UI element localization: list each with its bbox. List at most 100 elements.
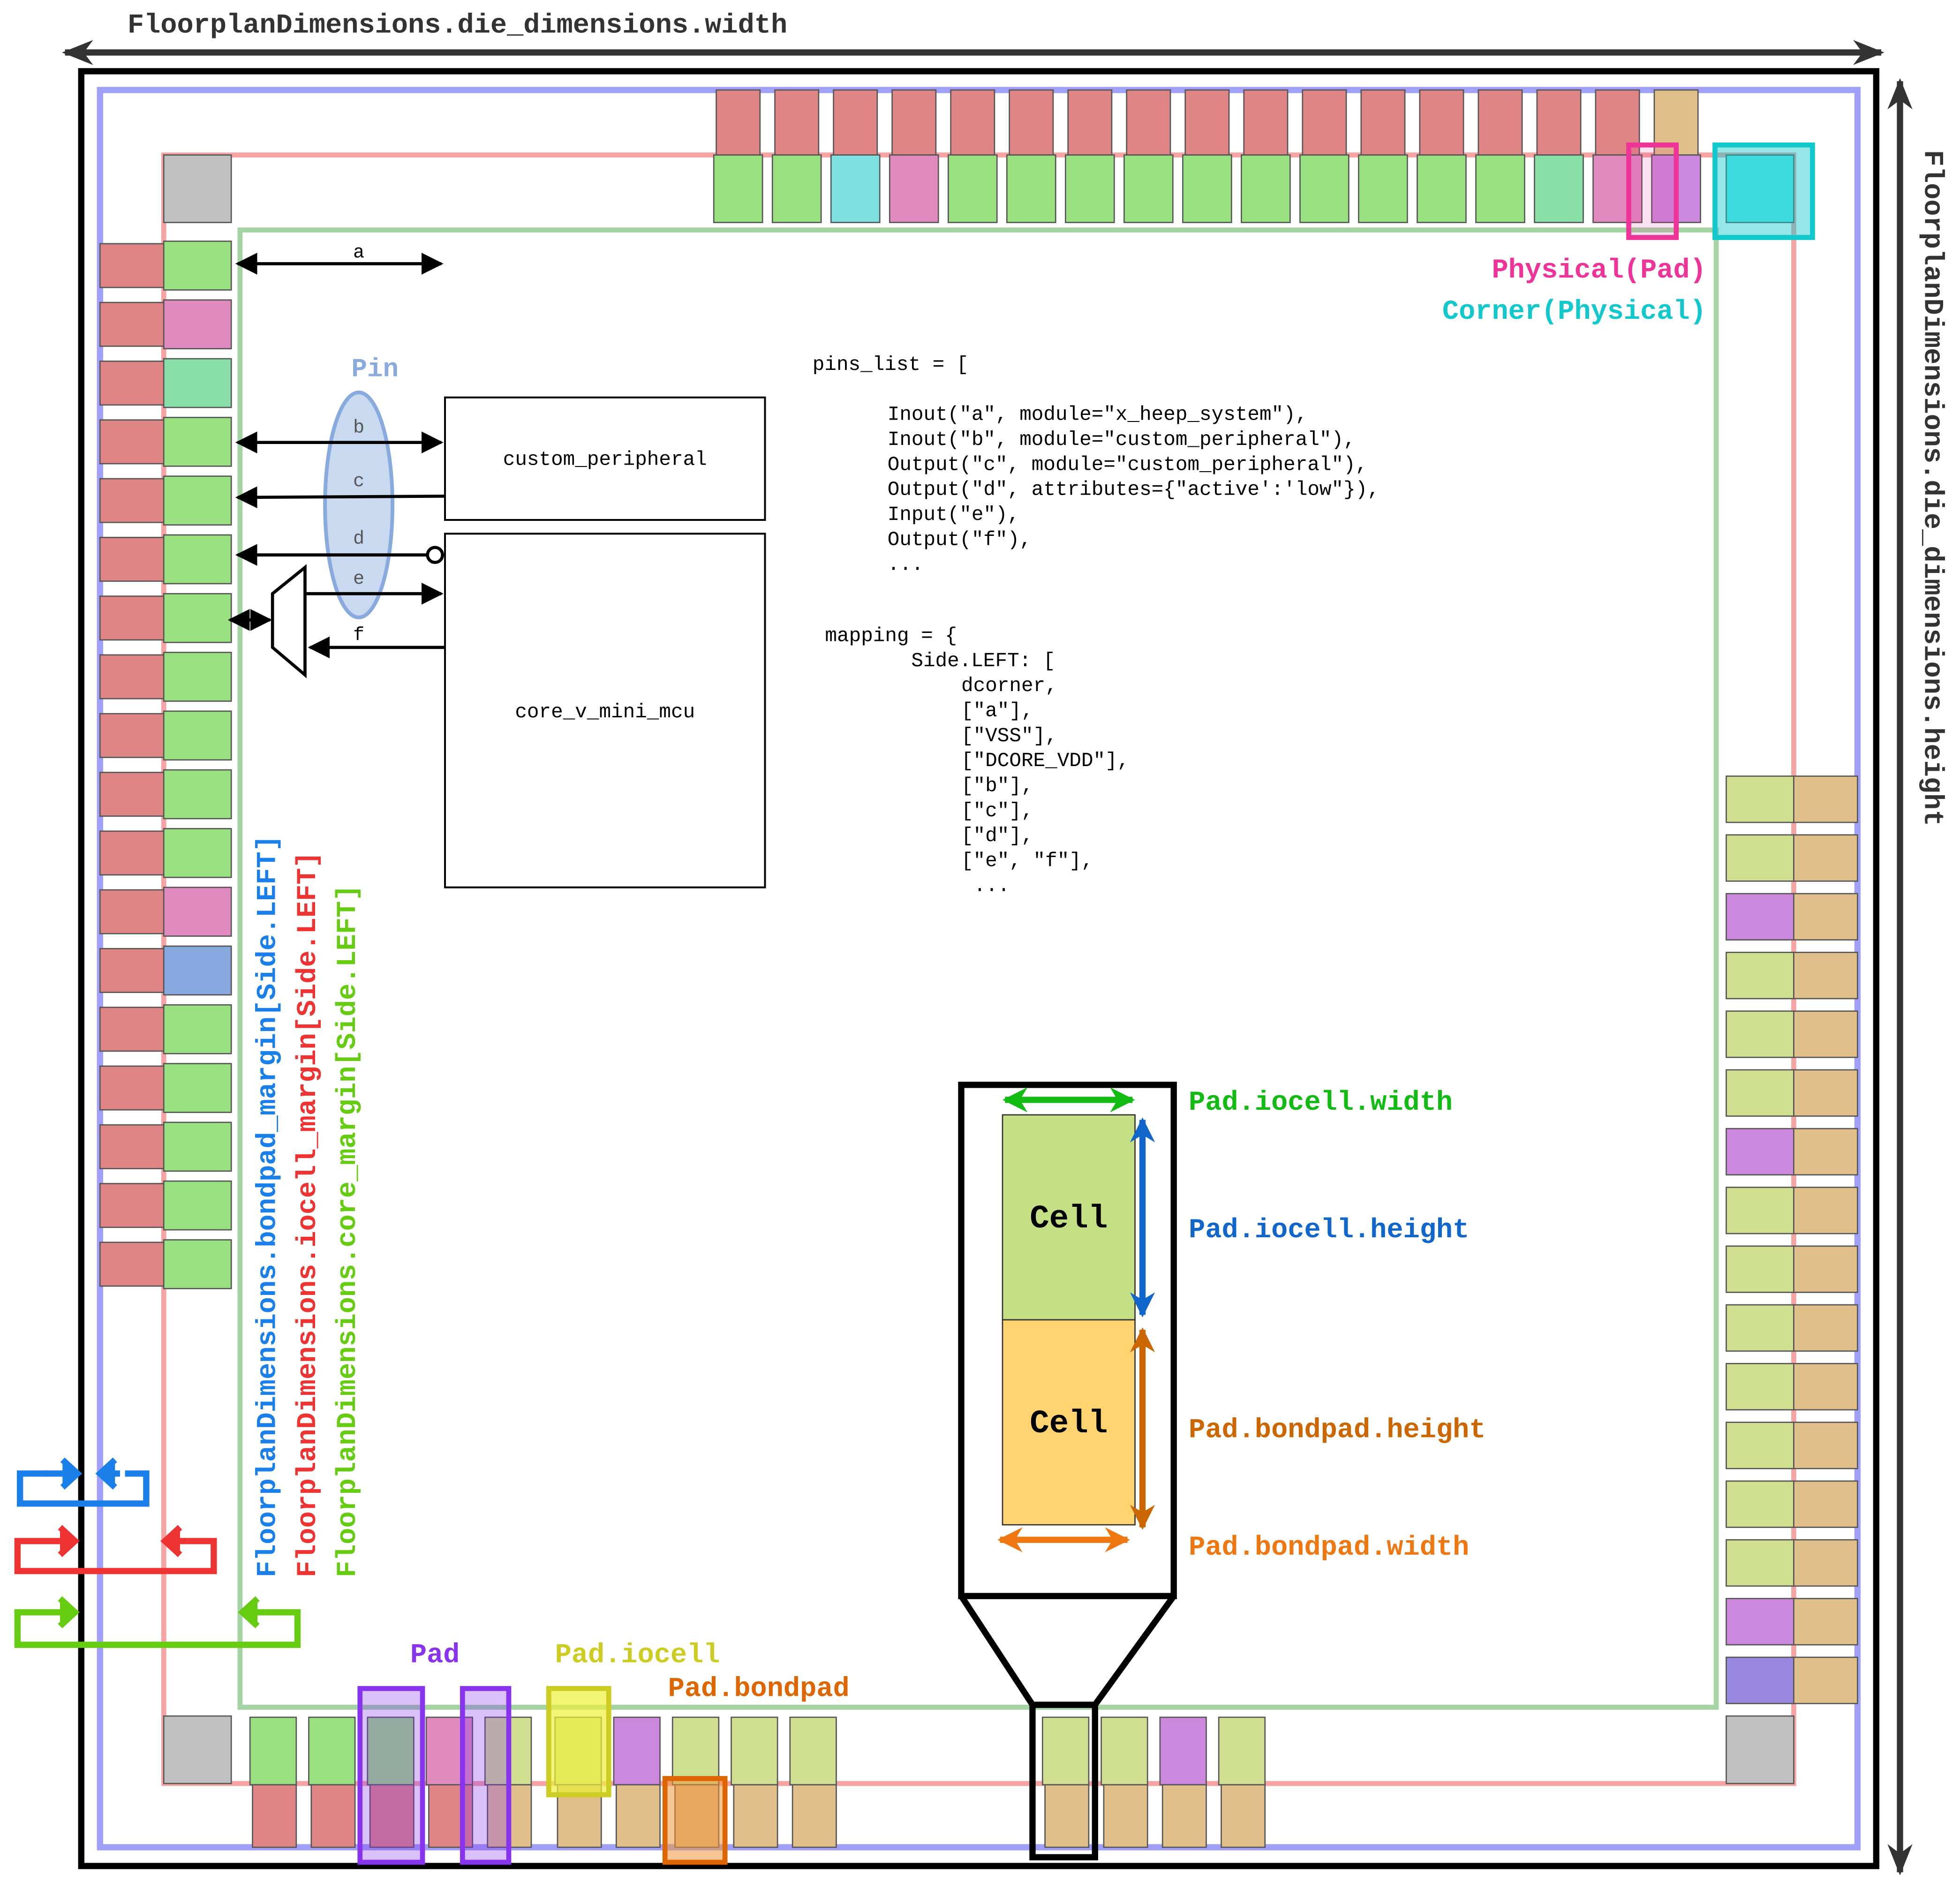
right-bondpad (1793, 1187, 1858, 1234)
corner-bottom-right (1726, 1715, 1794, 1784)
right-iocell (1726, 1363, 1794, 1411)
bottom-bondpad (252, 1784, 297, 1848)
left-iocell (163, 769, 232, 820)
mux-shape (271, 564, 307, 678)
right-bondpad (1793, 1069, 1858, 1117)
cell-detail: Cell Cell (958, 1082, 1177, 1861)
bottom-iocell (731, 1716, 778, 1786)
bottom-bondpad (1161, 1784, 1207, 1848)
bottom-iocell (789, 1716, 837, 1786)
left-bondpad (99, 713, 165, 758)
right-bondpad (1793, 893, 1858, 941)
bondpad-margin-label: FloorplanDimensions.bondpad_margin[Side.… (252, 835, 283, 1577)
die-height-label: FloorplanDimensions.die_dimensions.heigh… (1916, 150, 1948, 826)
core-margin-bracket (14, 1596, 301, 1648)
top-iocell (1241, 154, 1291, 223)
pad-bondpad-label: Pad.bondpad (668, 1673, 850, 1704)
corner-top-right (1726, 154, 1794, 223)
pin-a-label: a (353, 242, 364, 263)
left-iocell (163, 945, 232, 996)
top-bondpad (891, 89, 937, 156)
zoom-funnel (958, 1594, 1176, 1708)
left-iocell (163, 241, 232, 291)
pin-b-label: b (353, 417, 364, 438)
left-iocell (163, 652, 232, 702)
active-low-bubble (426, 546, 445, 564)
right-bondpad (1793, 1480, 1858, 1528)
right-iocell (1726, 1422, 1794, 1469)
mapping-line: ["d"], (961, 824, 1033, 847)
left-bondpad (99, 1124, 165, 1169)
mapping-line: dcorner, (961, 674, 1057, 697)
cell-top-label: Cell (1030, 1200, 1108, 1237)
top-iocell (1417, 154, 1467, 223)
die-outline (78, 68, 1880, 1869)
pins-list-line: Input("e"), (888, 503, 1019, 526)
top-bondpad (950, 89, 995, 156)
right-bondpad (1793, 1656, 1858, 1704)
left-iocell (163, 1063, 232, 1113)
right-iocell (1726, 1010, 1794, 1058)
mapping-line: Side.LEFT: [ (911, 649, 1055, 672)
core-v-mini-mcu-label: core_v_mini_mcu (515, 700, 695, 723)
left-bondpad (99, 361, 165, 406)
bottom-iocell (367, 1716, 415, 1786)
die-height-dimension: FloorplanDimensions.die_dimensions.heigh… (1887, 78, 1948, 1876)
bondpad-width-label: Pad.bondpad.width (1189, 1532, 1469, 1563)
right-bondpad (1793, 1539, 1858, 1587)
top-bondpad (833, 89, 878, 156)
iocell-width-label: Pad.iocell.width (1189, 1087, 1453, 1118)
top-bondpad (1067, 89, 1113, 156)
bottom-bondpad (310, 1784, 356, 1848)
top-bondpad (1243, 89, 1289, 156)
mapping-line: ["e", "f"], (961, 849, 1093, 872)
bottom-iocell (1218, 1716, 1266, 1786)
right-bondpad (1793, 1598, 1858, 1646)
bondpad-block (1002, 1319, 1136, 1526)
pins-list-line: ... (888, 553, 924, 576)
top-iocell (1475, 154, 1525, 223)
top-iocell (1299, 154, 1349, 223)
right-bondpad (1793, 1128, 1858, 1176)
pin-label: Pin (351, 354, 399, 384)
pins-list-line: Output("d", attributes={"active':'low"})… (888, 478, 1380, 501)
left-bondpad (99, 243, 165, 288)
corner-top-left (163, 154, 232, 223)
pin-c-label: c (353, 471, 364, 492)
physical-pad-label: Physical(Pad) (1492, 255, 1706, 286)
left-bondpad (99, 1183, 165, 1228)
pins-list-line: Inout("a", module="x_heep_system"), (888, 403, 1308, 426)
left-iocell (163, 475, 232, 526)
top-iocell (889, 154, 939, 223)
custom-peripheral-box (444, 396, 766, 521)
left-bondpad (99, 889, 165, 934)
top-bondpad (1536, 89, 1582, 156)
mapping-line: mapping = { (825, 624, 957, 647)
top-iocell (771, 154, 822, 223)
top-bondpad (1126, 89, 1171, 156)
left-bondpad (99, 595, 165, 641)
bottom-pads (249, 1686, 1266, 1865)
left-bondpad (99, 654, 165, 700)
pin-arrows (227, 253, 445, 678)
bottom-iocell (308, 1716, 356, 1786)
left-iocell (163, 710, 232, 761)
pad-iocell-label: Pad.iocell (555, 1639, 720, 1670)
core-margin-label: FloorplanDimensions.core_margin[Side.LEF… (332, 885, 363, 1578)
left-iocell (163, 593, 232, 643)
right-iocell (1726, 1480, 1794, 1528)
pin-d-label: d (353, 529, 364, 550)
pad-bondpad-highlight (662, 1776, 728, 1865)
top-bondpad (1419, 89, 1464, 156)
top-iocell (713, 154, 763, 223)
corner-physical-highlight (1712, 142, 1815, 240)
core-ring (237, 227, 1719, 1710)
left-iocell (163, 534, 232, 585)
pins-list-line: Inout("b", module="custom_peripheral"), (888, 428, 1356, 451)
pins-list-code: pins_list = [Inout("a", module="x_heep_s… (813, 353, 1380, 576)
pins-list-line: Output("f"), (888, 528, 1032, 551)
bottom-bondpad (369, 1784, 415, 1848)
top-bondpad (1360, 89, 1406, 156)
iocell-margin-label: FloorplanDimensions.iocell_margin[Side.L… (292, 851, 324, 1577)
